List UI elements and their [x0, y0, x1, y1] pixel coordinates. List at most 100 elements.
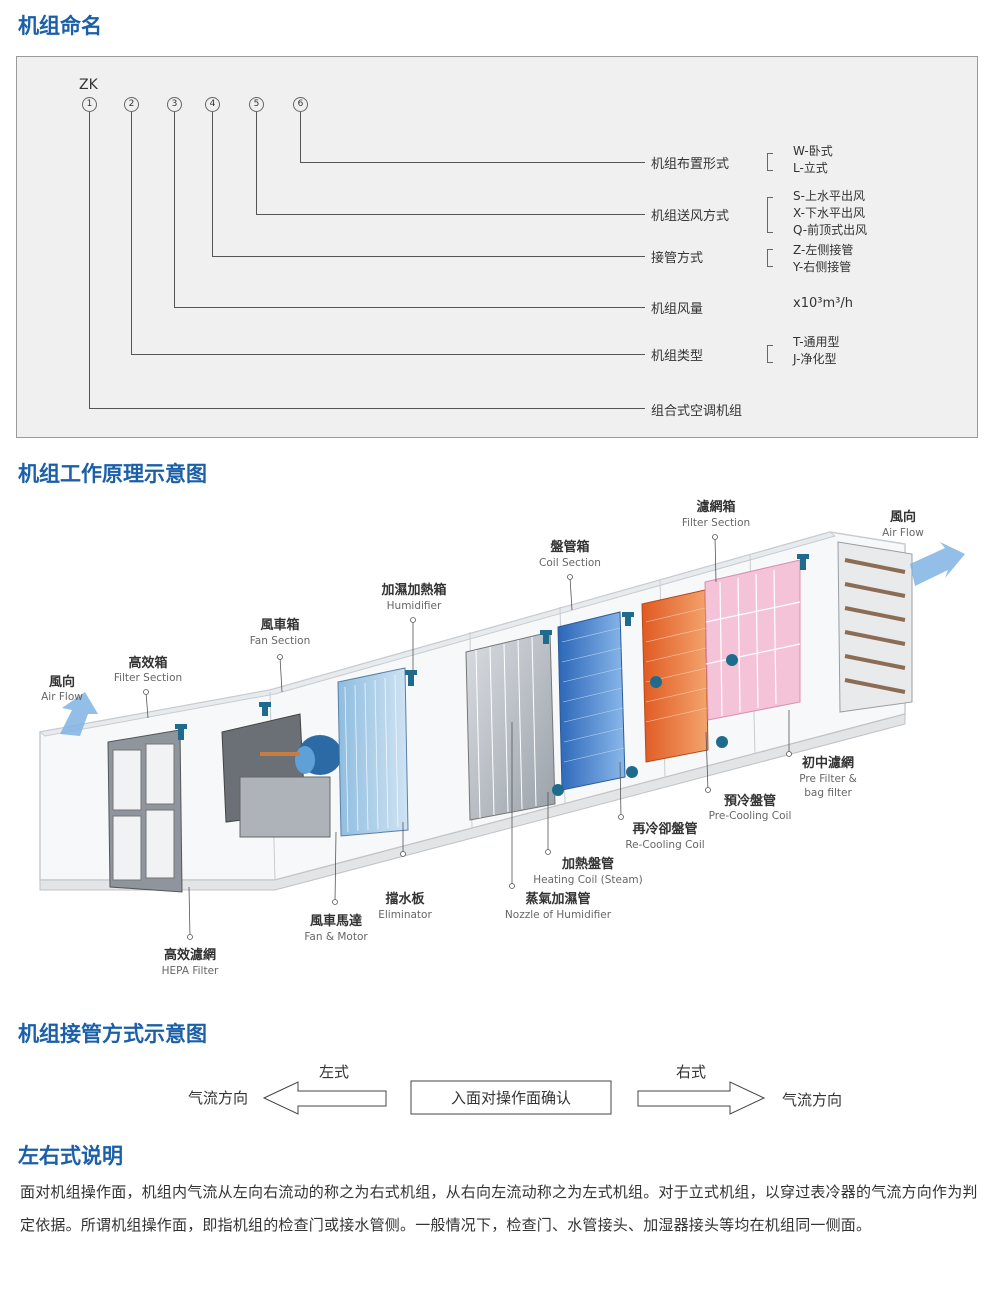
bracket-supply: [767, 197, 773, 233]
label-filter-section: 濾網箱 Filter Section: [682, 499, 750, 529]
leader-line-2: [131, 112, 132, 354]
leader-line-6h: [300, 162, 645, 163]
label-supply-mode: 机组送风方式: [651, 209, 730, 224]
label-airflow-volume: 机组风量: [651, 302, 704, 317]
svg-text:蒸氣加濕管: 蒸氣加濕管: [525, 891, 590, 907]
svg-text:bag filter: bag filter: [804, 787, 852, 799]
code-circle-1: 1: [82, 97, 97, 112]
code-circle-3: 3: [167, 97, 182, 112]
bracket-layout: [767, 153, 773, 171]
explain-section-title: 左右式说明: [18, 1144, 123, 1168]
center-box-label: 入面对操作面确认: [451, 1089, 571, 1107]
label-fan-section: 風車箱 Fan Section: [250, 617, 311, 647]
svg-text:風向: 風向: [49, 674, 75, 690]
naming-section-title: 机组命名: [18, 14, 102, 38]
svg-text:Nozzle of Humidifier: Nozzle of Humidifier: [505, 909, 612, 921]
svg-text:Heating Coil (Steam): Heating Coil (Steam): [533, 874, 643, 886]
label-layout-form: 机组布置形式: [651, 157, 730, 172]
svg-text:風車馬達: 風車馬達: [310, 913, 362, 929]
right-airflow-label: 气流方向: [782, 1091, 842, 1109]
label-pre-cooling-coil: 預冷盤管 Pre-Cooling Coil: [709, 793, 792, 822]
pre-cooling-coil: [641, 589, 709, 763]
bracket-type: [767, 345, 773, 363]
humidifier-section: [337, 667, 409, 837]
svg-text:Humidifier: Humidifier: [387, 600, 442, 612]
svg-text:高效濾網: 高效濾網: [164, 947, 216, 963]
option-z: Z-左侧接管: [793, 243, 854, 257]
leader-line-4: [212, 112, 213, 256]
code-circle-6: 6: [293, 97, 308, 112]
leader-line-1: [89, 112, 90, 408]
svg-text:風向: 風向: [890, 509, 916, 525]
code-circle-2: 2: [124, 97, 139, 112]
label-eliminator: 擋水板 Eliminator: [378, 891, 432, 921]
heating-coil: [557, 611, 626, 791]
naming-panel: ZK 1 2 3 4 5 6 机组布置形式 机组送风方式 接管方式 机组风量 机…: [16, 56, 978, 438]
pre-bag-filter: [704, 559, 801, 721]
leader-line-1h: [89, 408, 645, 409]
leader-line-3: [174, 112, 175, 307]
svg-text:HEPA Filter: HEPA Filter: [162, 965, 219, 977]
option-y: Y-右侧接管: [793, 260, 852, 274]
leader-line-2h: [131, 354, 645, 355]
svg-text:Coil Section: Coil Section: [539, 557, 601, 569]
option-w: W-卧式: [793, 144, 833, 158]
svg-text:盤管箱: 盤管箱: [549, 539, 589, 555]
leader-line-3h: [174, 307, 645, 308]
code-circle-5: 5: [249, 97, 264, 112]
hepa-filter-bank: [107, 729, 183, 893]
svg-text:Air Flow: Air Flow: [882, 527, 924, 539]
left-arrow-shape: [262, 1081, 387, 1115]
label-humidifier-section: 加濕加熱箱 Humidifier: [380, 582, 446, 612]
code-circle-4: 4: [205, 97, 220, 112]
label-unit-type: 机组类型: [651, 349, 704, 364]
airflow-in-arrow: [910, 542, 965, 586]
svg-text:風車箱: 風車箱: [260, 617, 299, 633]
airflow-out-arrow: [60, 692, 98, 736]
svg-text:加熱盤管: 加熱盤管: [561, 856, 614, 872]
svg-text:加濕加熱箱: 加濕加熱箱: [380, 582, 446, 598]
svg-text:濾網箱: 濾網箱: [696, 499, 735, 515]
svg-text:初中濾網: 初中濾網: [802, 755, 854, 771]
bracket-piping: [767, 249, 773, 267]
label-pre-bag-filter: 初中濾網 Pre Filter & bag filter: [799, 755, 857, 799]
center-box: [410, 1080, 612, 1115]
leader-line-4h: [212, 256, 645, 257]
svg-text:Filter Section: Filter Section: [682, 517, 750, 529]
label-filter-section-hepa: 高效箱 Filter Section: [114, 655, 182, 684]
svg-text:預冷盤管: 預冷盤管: [724, 793, 776, 809]
label-fan-motor: 風車馬達 Fan & Motor: [304, 913, 368, 943]
principle-section-title: 机组工作原理示意图: [18, 462, 207, 486]
callout-lines: [143, 534, 792, 940]
label-re-cooling-coil: 再冷卻盤管 Re-Cooling Coil: [625, 821, 704, 851]
leader-line-5: [256, 112, 257, 214]
ahu-diagram: 風向 Air Flow 高效箱 Filter Section 風車箱 Fan S…: [38, 499, 965, 977]
label-heating-coil: 加熱盤管 Heating Coil (Steam): [533, 856, 643, 886]
label-hepa-filter: 高效濾網 HEPA Filter: [162, 947, 219, 977]
label-humidifier-nozzle: 蒸氣加濕管 Nozzle of Humidifier: [505, 891, 612, 921]
svg-text:Pre-Cooling Coil: Pre-Cooling Coil: [709, 810, 792, 822]
label-coil-section: 盤管箱 Coil Section: [539, 539, 601, 569]
option-x: X-下水平出风: [793, 206, 865, 220]
label-airflow-in: 風向 Air Flow: [882, 509, 924, 539]
right-arrow-shape: [637, 1081, 766, 1115]
option-j: J-净化型: [793, 352, 837, 366]
svg-text:高效箱: 高效箱: [128, 655, 167, 671]
option-s: S-上水平出风: [793, 189, 865, 203]
label-combined-ahu: 组合式空调机组: [651, 404, 743, 419]
label-piping-mode: 接管方式: [651, 251, 704, 266]
svg-text:Air Flow: Air Flow: [41, 691, 83, 703]
left-type-label: 左式: [319, 1063, 349, 1081]
svg-text:Pre Filter &: Pre Filter &: [799, 773, 857, 785]
option-t: T-通用型: [793, 335, 840, 349]
label-airflow-out: 風向 Air Flow: [41, 674, 83, 703]
svg-text:Fan & Motor: Fan & Motor: [304, 931, 368, 943]
leader-line-5h: [256, 214, 645, 215]
eliminator-plates: [465, 631, 556, 821]
piping-section-title: 机组接管方式示意图: [18, 1022, 207, 1046]
intake-damper: [837, 541, 913, 713]
steam-valves: [175, 554, 809, 796]
fan-motor: [221, 713, 342, 838]
option-l: L-立式: [793, 161, 828, 175]
piping-diagram: 左式 气流方向 入面对操作面确认 右式 气流方向: [188, 1063, 842, 1115]
